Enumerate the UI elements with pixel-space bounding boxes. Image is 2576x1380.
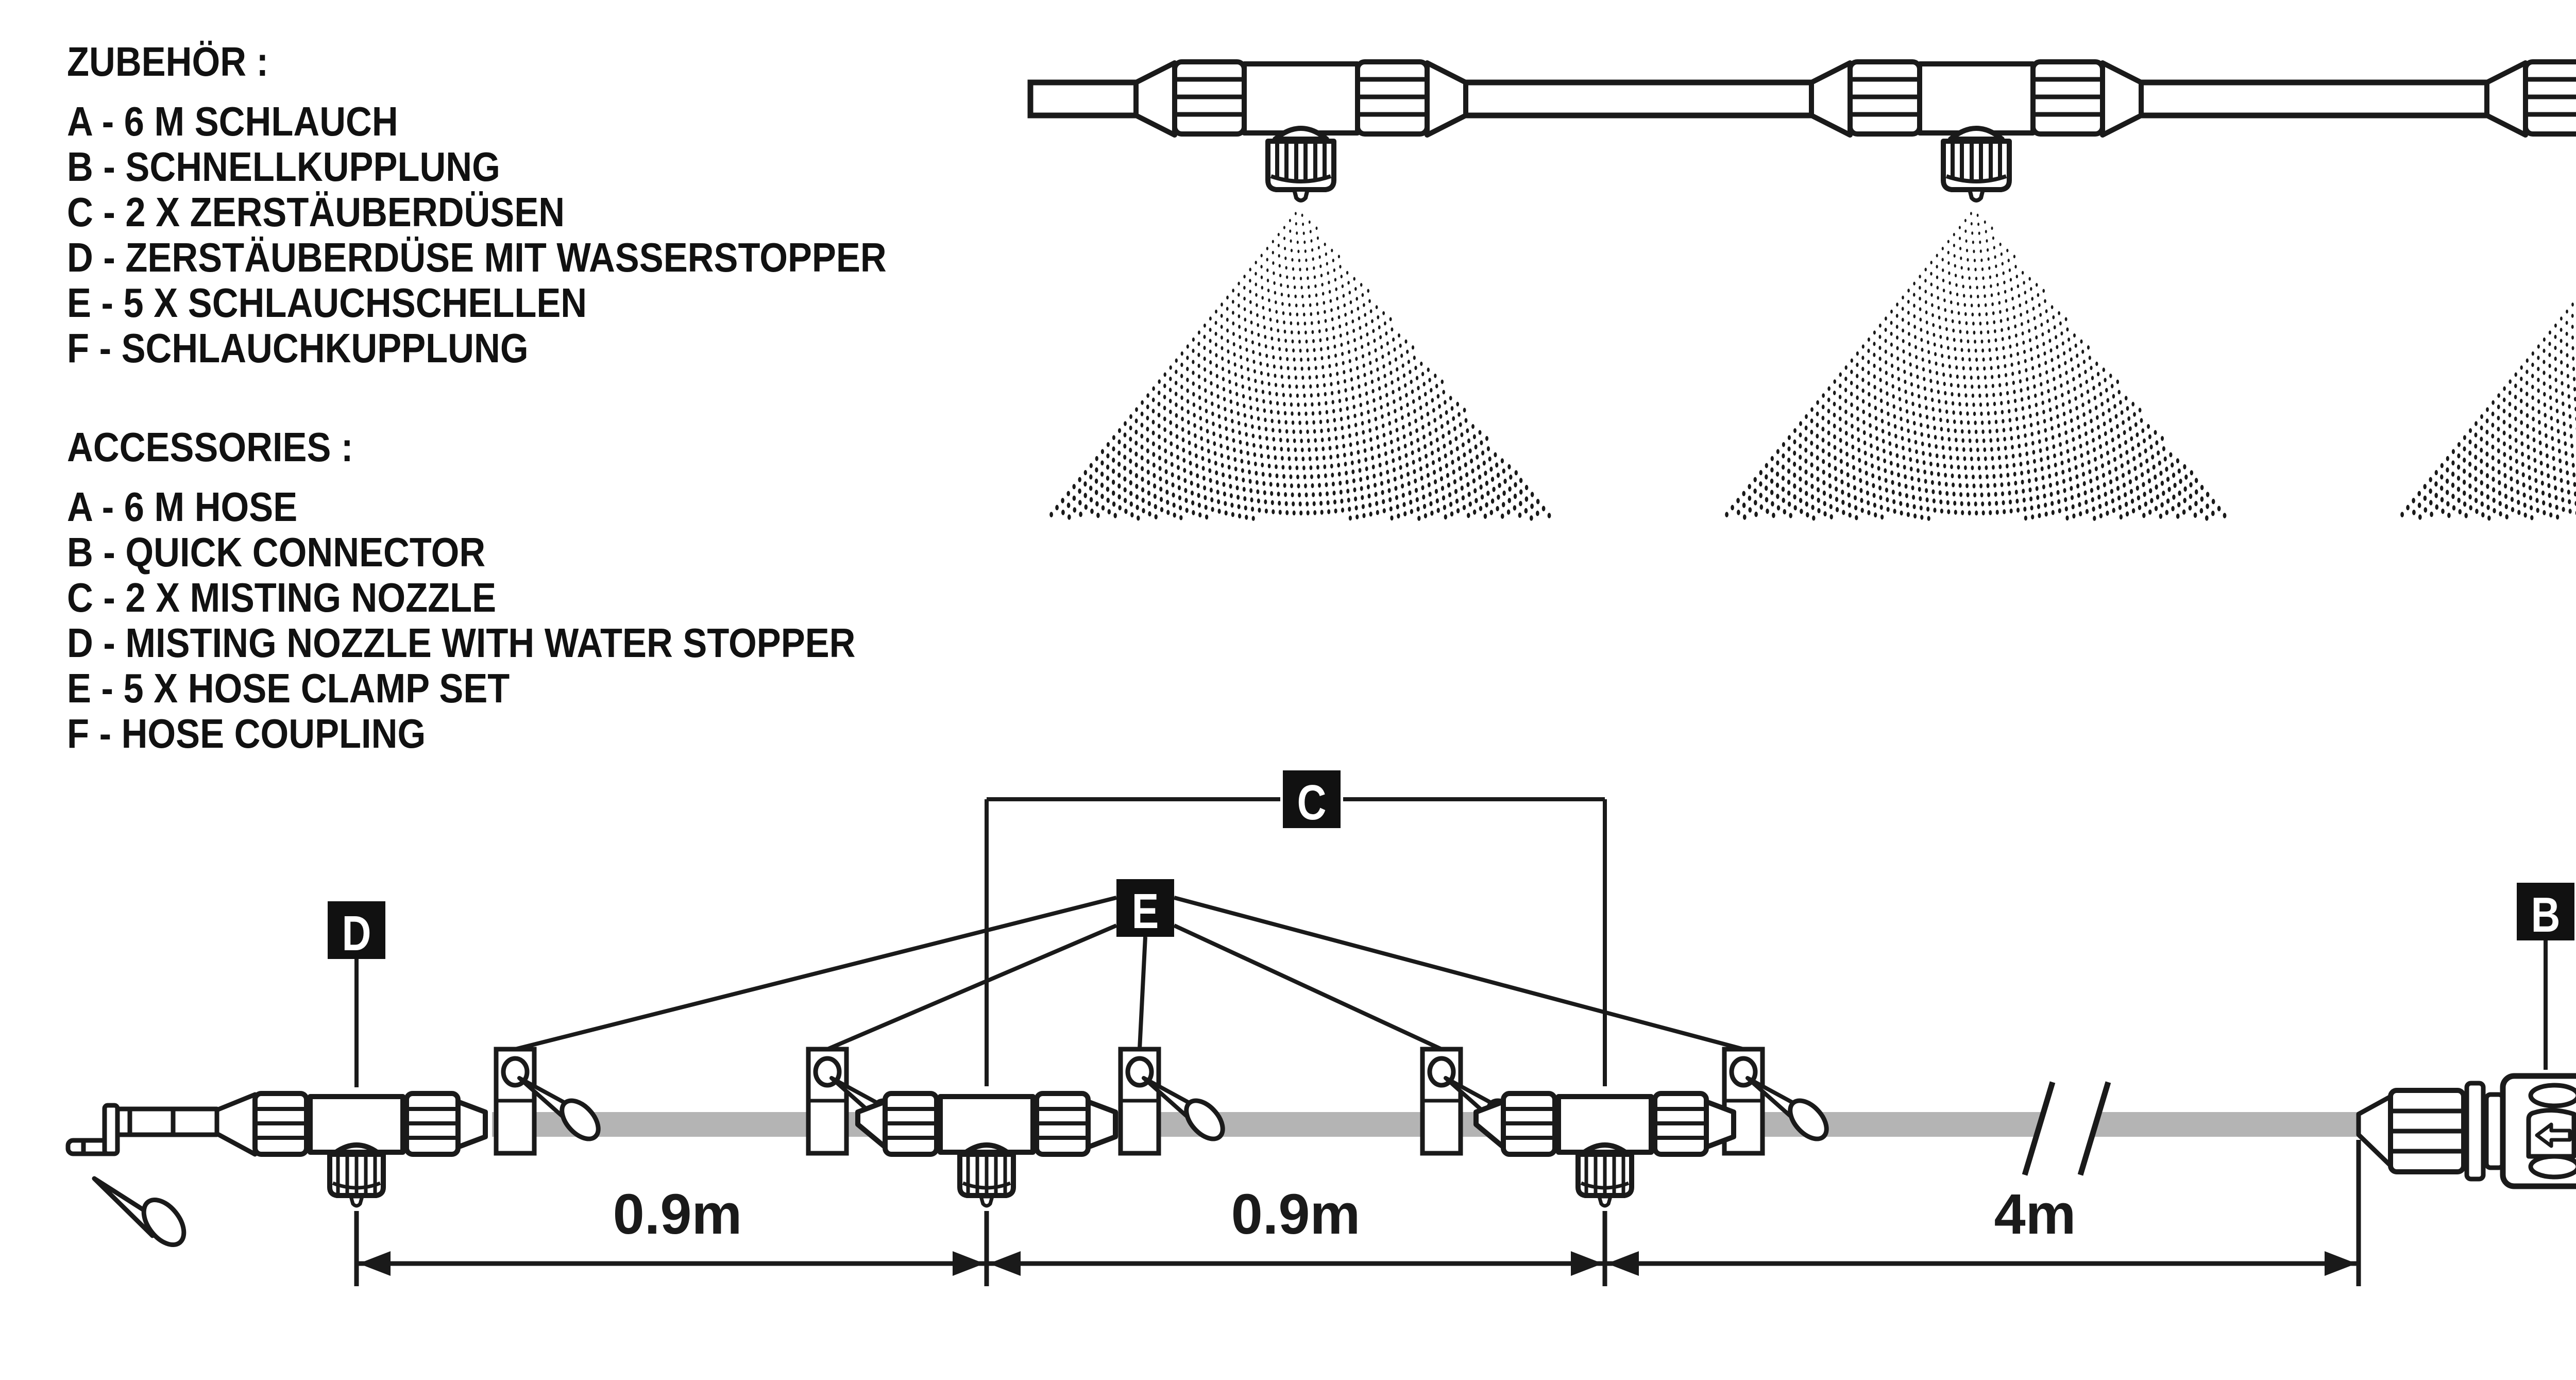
label-box-e: E xyxy=(1116,879,1174,939)
hose-break-symbol xyxy=(2022,1081,2111,1176)
flow-arrow-icon xyxy=(2535,1122,2572,1148)
dimensions: 0.9m 0.9m 4m xyxy=(354,1140,2361,1286)
hose-clamp-3 xyxy=(1121,1049,1230,1153)
list-item-de: E - 5 X SCHLAUCHSCHELLEN xyxy=(67,280,587,326)
list-item-en: E - 5 X HOSE CLAMP SET xyxy=(67,665,510,711)
svg-text:D: D xyxy=(342,906,371,961)
mounting-nail xyxy=(92,1176,187,1248)
leader-e-2 xyxy=(826,923,1117,1051)
label-box-d: D xyxy=(328,901,385,961)
misting-nozzle-3 xyxy=(2487,62,2576,200)
assembly-schematic: 0.9m 0.9m 4m D C E xyxy=(65,770,2576,1286)
list-title-en: ACCESSORIES : xyxy=(67,424,353,470)
list-item-de: D - ZERSTÄUBERDÜSE MIT WASSERSTOPPER xyxy=(67,234,887,280)
label-box-c: C xyxy=(1283,770,1341,830)
list-item-en: F - HOSE COUPLING xyxy=(67,711,426,756)
part-labels: D C E B F xyxy=(328,770,2574,961)
svg-text:C: C xyxy=(1297,775,1327,830)
misting-nozzle-1 xyxy=(1136,62,1466,200)
leader-e-4 xyxy=(1173,923,1443,1051)
misting-illustration xyxy=(1027,62,2576,521)
leader-e-1 xyxy=(515,896,1117,1051)
misting-nozzle-c2 xyxy=(1503,1093,1734,1206)
list-item-en: D - MISTING NOZZLE WITH WATER STOPPER xyxy=(67,620,856,666)
list-title-de: ZUBEHÖR : xyxy=(67,39,269,85)
list-item-de: B - SCHNELLKUPPLUNG xyxy=(67,144,500,190)
list-item-de: F - SCHLAUCHKUPPLUNG xyxy=(67,325,529,371)
water-stopper-nozzle-d xyxy=(255,1093,485,1206)
leader-e-3 xyxy=(1138,936,1147,1050)
dimension-span2: 0.9m xyxy=(1231,1183,1361,1246)
spray-cones xyxy=(1049,212,2576,521)
list-item-en: C - 2 X MISTING NOZZLE xyxy=(67,575,497,620)
list-item-de: C - 2 X ZERSTÄUBERDÜSEN xyxy=(67,189,565,235)
dimension-span1: 0.9m xyxy=(613,1183,742,1246)
leader-lines xyxy=(354,797,2548,1087)
quick-connector-b xyxy=(2356,1073,2576,1189)
list-item-en: B - QUICK CONNECTOR xyxy=(67,529,486,575)
list-item-de: A - 6 M SCHLAUCH xyxy=(67,98,398,144)
end-pipe xyxy=(115,1106,219,1137)
hose-clamp-5 xyxy=(1724,1049,1834,1153)
misting-nozzle-c1 xyxy=(885,1093,1115,1206)
dimension-span3: 4m xyxy=(1994,1183,2076,1246)
leader-e-5 xyxy=(1173,896,1744,1051)
list-item-en: A - 6 M HOSE xyxy=(67,484,298,530)
misting-nozzle-2 xyxy=(1811,62,2141,200)
svg-text:E: E xyxy=(1132,884,1159,939)
label-box-b: B xyxy=(2517,883,2574,943)
hose-clamp-1 xyxy=(496,1049,605,1153)
svg-text:B: B xyxy=(2531,887,2561,943)
wall-hook xyxy=(65,1092,258,1157)
